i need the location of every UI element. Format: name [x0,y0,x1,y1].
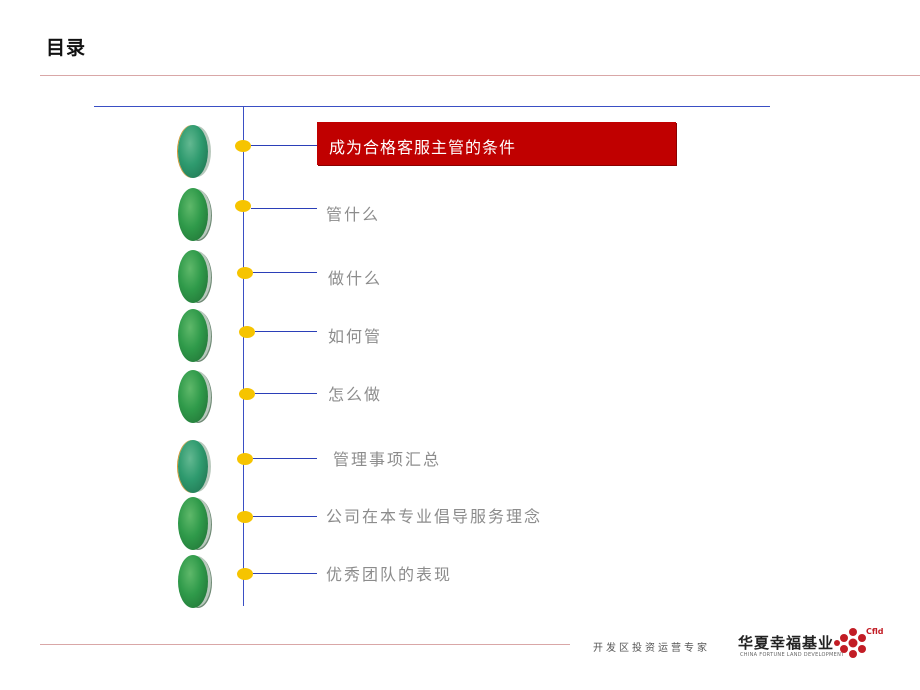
toc-item-label: 成为合格客服主管的条件 [329,138,517,157]
toc-item-label[interactable]: 管什么 [326,205,381,224]
yellow-dot-icon [237,568,253,580]
logo-text: Cfld [866,627,884,636]
page-title: 目录 [46,37,87,59]
top-divider [40,75,920,76]
green-leaf-icon [178,555,208,608]
green-leaf-icon [178,440,208,493]
toc-horizontal-line [94,106,770,107]
toc-item-label[interactable]: 怎么做 [328,385,383,404]
toc-item-label[interactable]: 做什么 [328,269,383,288]
toc-connector [253,272,317,273]
yellow-dot-icon [239,388,255,400]
toc-connector [255,393,317,394]
yellow-dot-icon [235,200,251,212]
bottom-divider [40,644,570,645]
yellow-dot-icon [235,140,251,152]
yellow-dot-icon [237,267,253,279]
toc-item-label[interactable]: 如何管 [328,327,383,346]
green-leaf-icon [178,497,208,550]
toc-connector [253,573,317,574]
brand-name-english: CHINA FORTUNE LAND DEVELOPMENT [740,652,845,658]
green-leaf-icon [178,250,208,303]
toc-connector [251,208,317,209]
yellow-dot-icon [239,326,255,338]
toc-vertical-line [243,106,244,606]
green-leaf-icon [178,125,208,178]
cfld-logo-icon [834,628,866,658]
yellow-dot-icon [237,511,253,523]
toc-connector [251,145,317,146]
green-leaf-icon [178,309,208,362]
toc-item-label[interactable]: 公司在本专业倡导服务理念 [326,507,543,526]
green-leaf-icon [178,370,208,423]
footer-slogan: 开发区投资运营专家 [593,643,710,654]
green-leaf-icon [178,188,208,241]
toc-connector [253,458,317,459]
toc-item-label[interactable]: 优秀团队的表现 [326,565,453,584]
toc-item-active[interactable]: 成为合格客服主管的条件 [317,122,676,165]
toc-connector [253,516,317,517]
toc-connector [255,331,317,332]
yellow-dot-icon [237,453,253,465]
brand-name: 华夏幸福基业 [738,634,835,652]
toc-item-label[interactable]: 管理事项汇总 [333,450,442,469]
